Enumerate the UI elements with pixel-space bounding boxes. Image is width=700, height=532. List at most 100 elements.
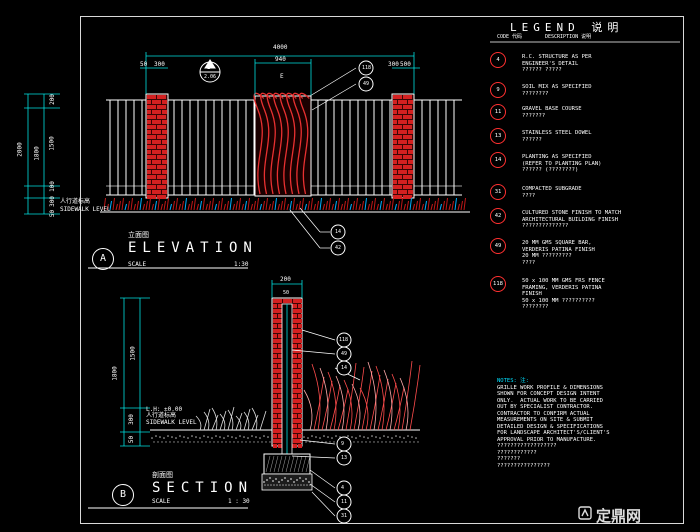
elevation-cn-title: 立面图 [128,231,149,239]
vdim-300: 300 [48,196,56,207]
section-marker-symbol [199,59,221,83]
dim-total-width: 4000 [273,44,288,51]
section-callout-9: 9 [341,441,345,447]
dim-left-b: 300 [154,61,165,68]
dim-left-a: 50 [140,61,148,68]
section-view [88,280,421,524]
legend-code-bubble: 11 [490,104,506,120]
vdim-1800: 1800 [33,146,41,161]
legend-item: 11 GRAVEL BASE COURSE ??????? [490,104,675,132]
fence-bars [109,100,455,195]
legend-description: 20 MM GMS SQUARE BAR, VERDERIS PATINA FI… [522,240,595,266]
section-marker: B [112,484,134,506]
section-level-label: SIDEWALK LEVEL [146,419,197,426]
section-callout-4: 4 [341,485,345,491]
section-ref-bottom: 2.06 [204,74,217,80]
section-scale-label: SCALE [152,498,171,505]
section-leaders [291,329,361,517]
legend-item: 9 SOIL MIX AS SPECIFIED ???????? [490,82,675,110]
vdim-1500: 1500 [48,136,56,151]
legend-item: 118 50 x 100 MM GMS FRS FENCE FRAMING, VE… [490,276,675,310]
drawing-frame [80,16,684,524]
top-dimensions [140,52,420,96]
section-callout-49: 49 [341,351,348,357]
elevation-scale-label: SCALE [128,261,147,268]
section-level-value: L.H: ±0.00 [146,406,183,413]
legend-item: 14 PLANTING AS SPECIFIED (REFER TO PLANTI… [490,152,675,180]
elevation-marker: A [92,248,114,270]
notes-label: NOTES: 注: [497,378,529,384]
legend-description: CULTURED STONE FINISH TO MATCH ARCHITECT… [522,210,622,229]
legend-header-desc: DESCRIPTION 说明 [545,34,592,40]
legend-description: GRAVEL BASE COURSE ??????? [522,106,582,119]
legend-description: R.C. STRUCTURE AS PER ENGINEER'S DETAIL … [522,54,592,73]
brick-pillar-left [145,93,169,199]
vdim-2000: 2000 [16,142,24,157]
planting-strip [103,197,466,211]
elevation-callout-bubbles [330,60,374,256]
legend-item: 31 COMPACTED SUBGRADE ???? [490,184,675,212]
callout-42: 42 [335,245,342,251]
section-dim-50: 50 [283,290,290,296]
elevation-title: ELEVATION [128,240,258,256]
legend-description: 50 x 100 MM GMS FRS FENCE FRAMING, VERDE… [522,278,605,310]
vdim-200: 200 [48,94,56,105]
sidewalk-label-cn: 人行道标高 [60,198,91,205]
elevation-view [24,52,470,269]
section-callout-13: 13 [341,455,348,461]
callout-49: 49 [363,81,370,87]
section-plants [195,360,421,431]
section-pillar [261,297,313,491]
section-callout-31: 31 [341,513,348,519]
legend-code-bubble: 31 [490,184,506,200]
legend-description: STAINLESS STEEL DOWEL ?????? [522,130,592,143]
section-callout-118: 118 [339,337,349,343]
decorative-gate [253,92,312,197]
left-dimensions [24,93,60,215]
legend-item: 42 CULTURED STONE FINISH TO MATCH ARCHITE… [490,208,675,236]
dim-gate-width: 940 [275,56,286,63]
legend-code-bubble: 49 [490,238,506,254]
legend-description: COMPACTED SUBGRADE ???? [522,186,582,199]
legend-description: SOIL MIX AS SPECIFIED ???????? [522,84,592,97]
legend-description: PLANTING AS SPECIFIED (REFER TO PLANTING… [522,154,602,173]
section-vdim-1500: 1500 [129,346,137,361]
section-vdim-50: 50 [128,435,136,444]
gate-letter: E [280,73,284,80]
section-ref-top: B [207,64,211,71]
legend-title: LEGEND 说明 [510,21,624,34]
brick-pillar-right [391,93,415,199]
legend-code-bubble: 9 [490,82,506,98]
section-dimensions [120,280,303,447]
legend-code-bubble: 4 [490,52,506,68]
notes-body: GRILLE WORK PROFILE & DIMENSIONS SHOWN F… [497,384,610,469]
elevation-leaders [289,67,357,249]
section-vdim-300: 300 [127,414,135,425]
section-title: SECTION [152,480,254,496]
notes-block: NOTES: 注: GRILLE WORK PROFILE & DIMENSIO… [497,378,610,469]
section-scale-value: 1 : 30 [228,498,250,505]
legend-code-bubble: 42 [490,208,506,224]
section-level-cn: 人行道标高 [146,412,177,419]
section-ground [150,429,420,443]
elevation-scale-value: 1:30 [234,261,249,268]
legend-header-code: CODE 代码 [497,34,523,40]
watermark-text: 定鼎网 [596,507,642,525]
vdim-50: 50 [49,209,57,218]
section-vdim-1800: 1800 [111,366,119,381]
section-callout-14: 14 [341,365,348,371]
vdim-100: 100 [48,181,56,192]
dim-right-a: 300 [388,61,399,68]
section-dim-200: 200 [280,276,291,283]
section-callout-bubbles [336,332,352,524]
legend-code-bubble: 14 [490,152,506,168]
legend-code-bubble: 118 [490,276,506,292]
legend-item: 49 20 MM GMS SQUARE BAR, VERDERIS PATINA … [490,238,675,266]
legend-item: 13 STAINLESS STEEL DOWEL ?????? [490,128,675,156]
legend-code-bubble: 13 [490,128,506,144]
sidewalk-label: SIDEWALK LEVEL [60,206,111,213]
watermark-icon [578,506,592,520]
section-cn-title: 剖面图 [152,471,173,479]
section-callout-11: 11 [341,499,348,505]
callout-14: 14 [335,229,342,235]
